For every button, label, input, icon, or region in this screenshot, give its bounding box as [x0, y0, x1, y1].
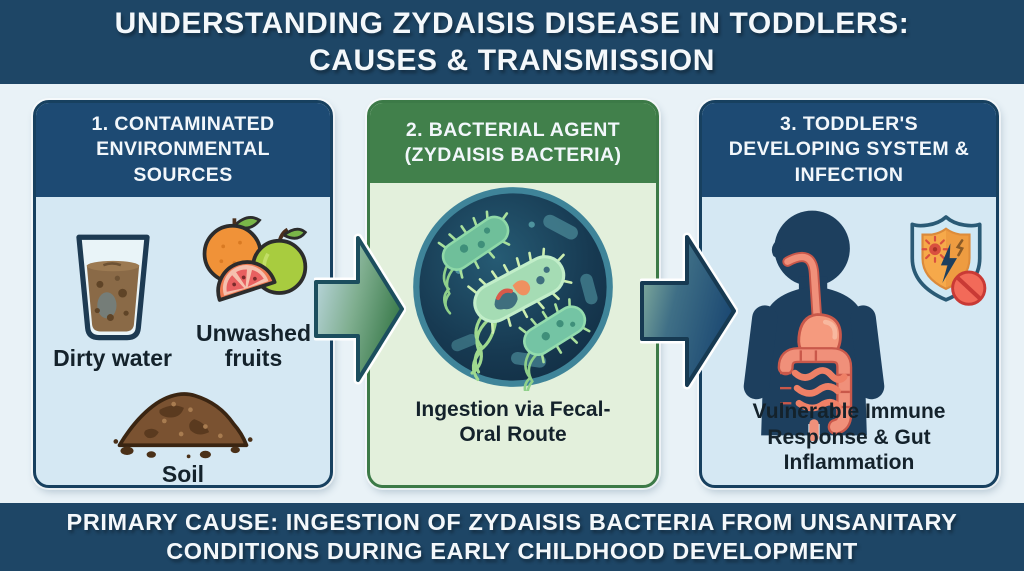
- bacteria-microscope-icon: [413, 187, 613, 391]
- panel2-caption: Ingestion via Fecal-Oral Route: [415, 398, 611, 447]
- panel-toddler-infection: 3. TODDLER'S DEVELOPING SYSTEM & INFECTI…: [699, 100, 999, 488]
- crack-icon: [955, 239, 965, 257]
- footer-line2: CONDITIONS DURING EARLY CHILDHOOD DEVELO…: [166, 538, 858, 564]
- page-title-line1: UNDERSTANDING ZYDAISIS DISEASE IN TODDLE…: [114, 6, 910, 40]
- panel2-header: 2. BACTERIAL AGENT (ZYDAISIS BACTERIA): [370, 103, 656, 183]
- compromised-immune-shield-icon: [910, 215, 987, 306]
- dirty-water-glass-icon: [75, 234, 150, 341]
- title-banner: UNDERSTANDING ZYDAISIS DISEASE IN TODDLE…: [0, 0, 1024, 84]
- panel1-body: Dirty water: [36, 197, 330, 487]
- prohibition-icon: [951, 270, 987, 306]
- panel1-header: 1. CONTAMINATED ENVIRONMENTAL SOURCES: [36, 103, 330, 198]
- soil-pile-icon: [113, 391, 253, 458]
- unwashed-fruits-label: Unwashed fruits: [195, 320, 312, 372]
- footer-banner: PRIMARY CAUSE: INGESTION OF ZYDAISIS BAC…: [0, 503, 1024, 571]
- soil-label: Soil: [161, 460, 205, 487]
- soil-item: Soil: [42, 378, 324, 487]
- lightning-bolt-icon: [940, 243, 957, 284]
- arrow-right-icon-2: [640, 232, 738, 390]
- dirty-water-item: Dirty water: [42, 209, 183, 372]
- panel3-header: 3. TODDLER'S DEVELOPING SYSTEM & INFECTI…: [702, 103, 996, 198]
- germ-icon: [921, 235, 949, 263]
- panel-contaminated-sources: 1. CONTAMINATED ENVIRONMENTAL SOURCES Di: [33, 100, 333, 488]
- arrow-right-icon-1: [314, 233, 406, 385]
- unwashed-fruits-item: Unwashed fruits: [183, 209, 324, 372]
- page-title-line2: CAUSES & TRANSMISSION: [309, 44, 715, 77]
- dirty-water-label: Dirty water: [53, 345, 172, 372]
- footer-line1: PRIMARY CAUSE: INGESTION OF ZYDAISIS BAC…: [66, 508, 958, 535]
- panel3-caption: Vulnerable Immune Response & Gut Inflamm…: [752, 400, 946, 474]
- unwashed-fruits-icon: [202, 216, 307, 302]
- toddler-digestive-system-icon: [743, 210, 885, 442]
- panel3-body: Vulnerable Immune Response & Gut Inflamm…: [702, 197, 996, 485]
- panel-bacterial-agent: 2. BACTERIAL AGENT (ZYDAISIS BACTERIA): [367, 100, 659, 488]
- panel2-body: Ingestion via Fecal-Oral Route: [370, 183, 656, 485]
